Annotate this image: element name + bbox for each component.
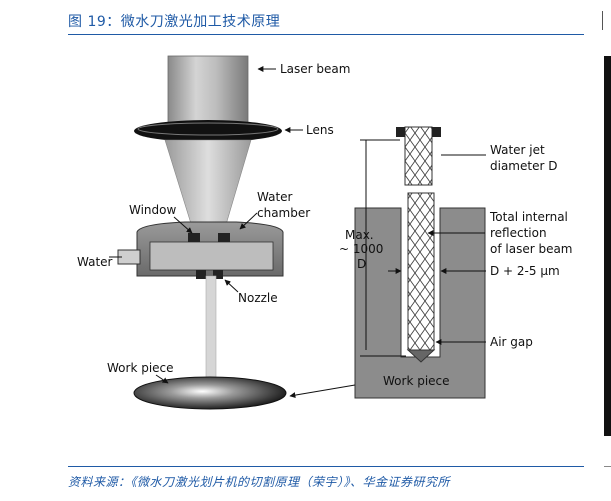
air-gap-label: Air gap (490, 335, 533, 349)
source-divider (68, 466, 584, 467)
gap-width-label: D + 2-5 µm (490, 264, 560, 278)
jet-diameter-label-1: Water jet (490, 143, 545, 157)
nozzle-block-left (196, 270, 206, 279)
lens-ring-inner (137, 122, 279, 136)
work-piece-label-right: Work piece (383, 374, 450, 388)
jet-tip (406, 349, 436, 363)
jet-nozzle-right (432, 127, 441, 137)
tir-label-1: Total internal (489, 210, 568, 224)
window-block-left (188, 233, 200, 242)
work-piece-label-left: Work piece (107, 361, 174, 375)
nozzle-block-right (213, 270, 223, 279)
jet-nozzle-left (396, 127, 405, 137)
source-note: 资料来源：《微水刀激光划片机的切割原理（荣宇）》、华金证券研究所 (68, 475, 451, 489)
chamber-cavity (149, 241, 274, 271)
tir-label-3: of laser beam (490, 242, 573, 256)
max-label-2: ~ 1000 (339, 242, 383, 256)
tir-label-2: reflection (490, 226, 547, 240)
nozzle-label: Nozzle (238, 291, 278, 305)
laser-beam-column (167, 55, 249, 131)
jet-lower (407, 192, 435, 351)
title-divider (68, 34, 584, 35)
lens-label: Lens (306, 123, 334, 137)
window-block-right (218, 233, 230, 242)
water-jet-column (205, 275, 217, 385)
jet-diameter-label-2: diameter D (490, 159, 557, 173)
water-chamber-label-2: chamber (257, 206, 310, 220)
work-piece-disc-left (133, 376, 287, 410)
adjacent-panel-strip (604, 56, 611, 436)
jet-upper (404, 126, 433, 186)
adjacent-panel-rule (604, 466, 611, 467)
adjacent-panel-edge (602, 11, 609, 30)
figure-title: 图 19：微水刀激光加工技术原理 (68, 14, 281, 30)
water-chamber-label-1: Water (257, 190, 293, 204)
max-label-3: D (357, 257, 366, 271)
window-label: Window (129, 203, 177, 217)
water-label: Water (77, 255, 113, 269)
work-piece-block-right (354, 207, 486, 399)
lens-ring (134, 120, 282, 142)
max-label-1: Max. (345, 228, 374, 242)
laser-beam-label: Laser beam (280, 62, 350, 76)
